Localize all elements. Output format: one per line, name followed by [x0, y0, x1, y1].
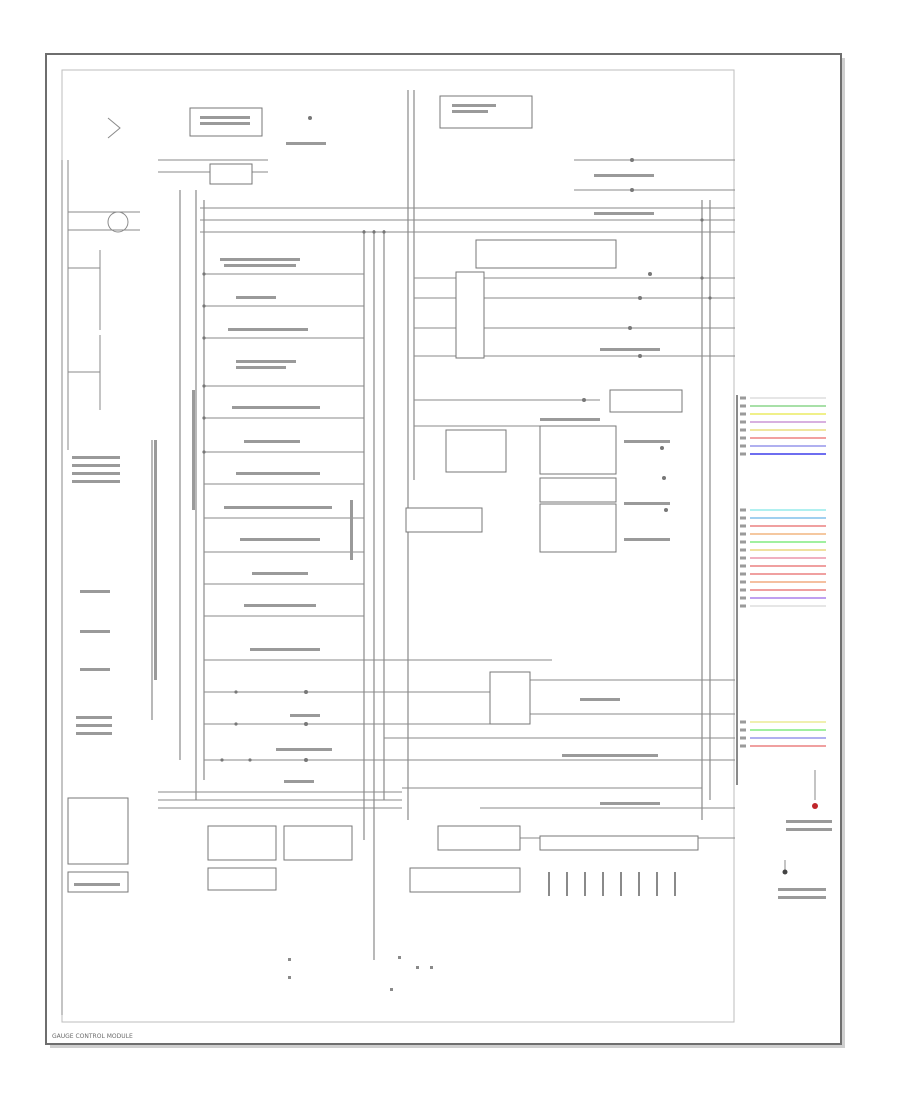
pin-label-mark — [740, 508, 746, 512]
pin-label-mark — [740, 556, 746, 560]
pin-label-mark — [740, 744, 746, 748]
pin-label-mark — [740, 524, 746, 528]
pin-label-mark — [740, 596, 746, 600]
pin-label-mark — [740, 728, 746, 732]
pin-label-mark — [740, 720, 746, 724]
pin-label-mark — [740, 428, 746, 432]
vertical-labels — [154, 390, 353, 680]
pin-label-mark — [740, 452, 746, 456]
pin-label-mark — [740, 404, 746, 408]
pin-label-mark — [740, 444, 746, 448]
pin-label-mark — [740, 604, 746, 608]
pin-label-mark — [740, 540, 746, 544]
main-bus-lines — [151, 90, 711, 960]
ground-point — [812, 803, 818, 809]
wire-color-swatches — [740, 396, 826, 748]
pin-label-mark — [740, 412, 746, 416]
pin-label-mark — [740, 516, 746, 520]
pin-label-mark — [740, 572, 746, 576]
pin-label-mark — [740, 736, 746, 740]
pin-label-mark — [740, 436, 746, 440]
pin-label-mark — [740, 532, 746, 536]
bottom-connector-marks — [288, 872, 676, 991]
splice-dots — [202, 116, 712, 762]
pin-label-mark — [740, 564, 746, 568]
pin-label-mark — [740, 396, 746, 400]
pin-label-mark — [740, 580, 746, 584]
left-connector-column — [61, 117, 140, 1015]
pin-label-mark — [740, 420, 746, 424]
diagram-frame — [45, 53, 842, 1045]
ground-point-2 — [782, 869, 788, 875]
faint-labels — [72, 104, 832, 899]
right-connector-strip — [736, 395, 826, 875]
pin-label-mark — [740, 588, 746, 592]
footer-caption: GAUGE CONTROL MODULE — [52, 1033, 133, 1040]
pin-label-mark — [740, 548, 746, 552]
component-boxes — [67, 95, 699, 893]
